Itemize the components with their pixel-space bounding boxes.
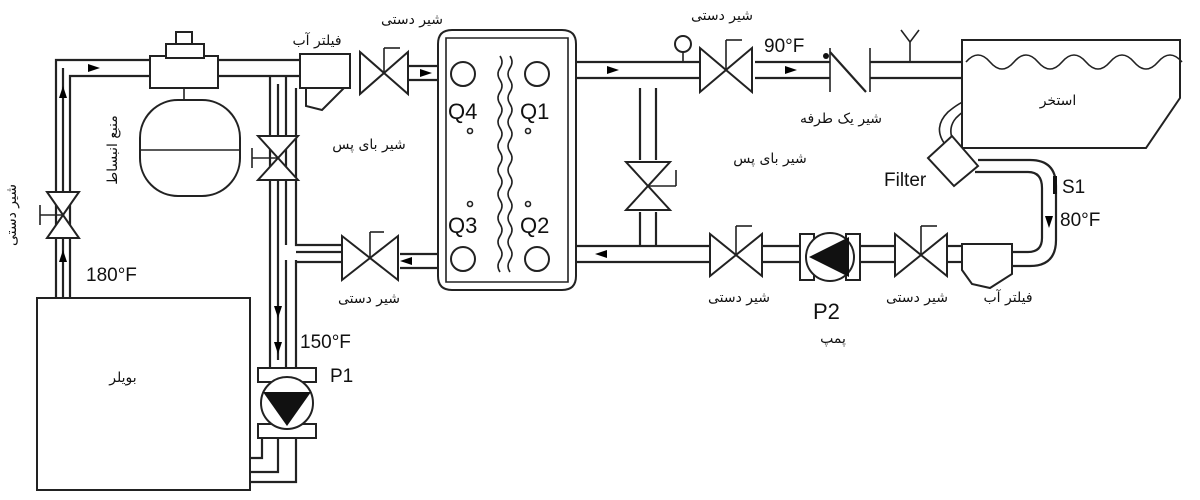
expansion-tank-label: منبع انبساط: [105, 115, 121, 185]
flow-arrows: [59, 64, 1053, 354]
flow-arrow: [274, 306, 282, 318]
pump-p2-triangle-icon: [809, 237, 849, 277]
flow-arrow: [607, 66, 619, 74]
pump-p2-label: P2: [813, 299, 840, 324]
boiler-label: بویلر: [108, 370, 136, 386]
boiler: بویلر: [36, 297, 251, 491]
hand-valve-top-left-label: شیر دستی: [381, 12, 443, 28]
port-q4-label: Q4: [448, 99, 477, 124]
temp-pool-out: 80°F: [1060, 210, 1100, 231]
port-q1-label: Q1: [520, 99, 549, 124]
water-filter-top-label: فیلتر آب: [292, 32, 341, 49]
bypass-valve-right[interactable]: شیر بای پس: [623, 151, 807, 211]
water-filter-bottom-label: فیلتر آب: [983, 289, 1032, 306]
port-q2: [524, 246, 550, 272]
check-valve[interactable]: شیر یک طرفه: [800, 48, 882, 127]
bypass-valve-right-label: شیر بای پس: [733, 151, 806, 167]
flow-arrow: [59, 86, 67, 98]
port-q1: [524, 61, 550, 87]
hand-valve-left-vertical[interactable]: شیر دستی: [4, 184, 81, 246]
port-q3: [450, 246, 476, 272]
pump-p1-label: P1: [330, 366, 353, 387]
check-valve-dot: [823, 53, 829, 59]
hand-valve-bottom-mid[interactable]: شیر دستی: [708, 225, 770, 306]
hand-valve-bottom-right-label: شیر دستی: [886, 290, 948, 306]
hand-valve-bottom-left[interactable]: شیر دستی: [338, 231, 400, 307]
air-vent-icon: [900, 29, 920, 62]
hand-valve-top-right-label: شیر دستی: [691, 8, 753, 24]
hand-valve-bottom-left-label: شیر دستی: [338, 291, 400, 307]
flow-arrow: [420, 69, 432, 77]
bypass-valve-left-label: شیر بای پس: [332, 137, 405, 153]
pump-p1[interactable]: P1: [257, 366, 353, 439]
hand-valve-top-left[interactable]: شیر دستی: [359, 12, 443, 97]
pool: استخر: [961, 39, 1183, 149]
flow-arrow: [785, 66, 797, 74]
flow-arrow: [595, 250, 607, 258]
temp-pool-in: 90°F: [764, 36, 804, 57]
pump-p2-name: پمپ: [820, 331, 846, 347]
plate-heat-exchanger: Q4 Q1 Q3 Q2: [437, 29, 577, 291]
sensor-s1-label: S1: [1062, 177, 1085, 198]
pool-filter-label: Filter: [884, 170, 927, 191]
port-q2-label: Q2: [520, 213, 549, 238]
pool-label: استخر: [1039, 93, 1077, 109]
temp-boiler-out: 180°F: [86, 265, 137, 286]
sensor-s1-icon: [1053, 176, 1057, 194]
expansion-tank: منبع انبساط: [105, 31, 241, 197]
hand-valve-bottom-mid-label: شیر دستی: [708, 290, 770, 306]
gauge-icon: [674, 35, 692, 62]
pump-p2[interactable]: P2 پمپ: [799, 232, 861, 347]
water-filter-top[interactable]: فیلتر آب: [292, 32, 351, 112]
flow-arrow: [1045, 216, 1053, 228]
check-valve-label: شیر یک طرفه: [800, 111, 882, 127]
flow-arrow: [88, 64, 100, 72]
hand-valve-top-right[interactable]: شیر دستی: [691, 8, 753, 95]
flow-arrow: [59, 250, 67, 262]
pool-filter[interactable]: Filter: [884, 134, 980, 191]
hand-valve-left-vertical-label: شیر دستی: [4, 184, 20, 246]
hand-valve-bottom-right[interactable]: شیر دستی: [886, 225, 948, 306]
flow-arrow: [274, 342, 282, 354]
port-q4: [450, 61, 476, 87]
flow-arrow: [400, 257, 412, 265]
temp-return: 150°F: [300, 332, 351, 353]
bypass-valve-left[interactable]: شیر بای پس: [251, 135, 406, 181]
pump-p1-triangle-icon: [263, 392, 311, 426]
sensor-s1: S1: [1053, 176, 1085, 198]
port-q3-label: Q3: [448, 213, 477, 238]
water-filter-bottom[interactable]: فیلتر آب: [961, 243, 1033, 306]
piping: [54, 58, 1058, 484]
